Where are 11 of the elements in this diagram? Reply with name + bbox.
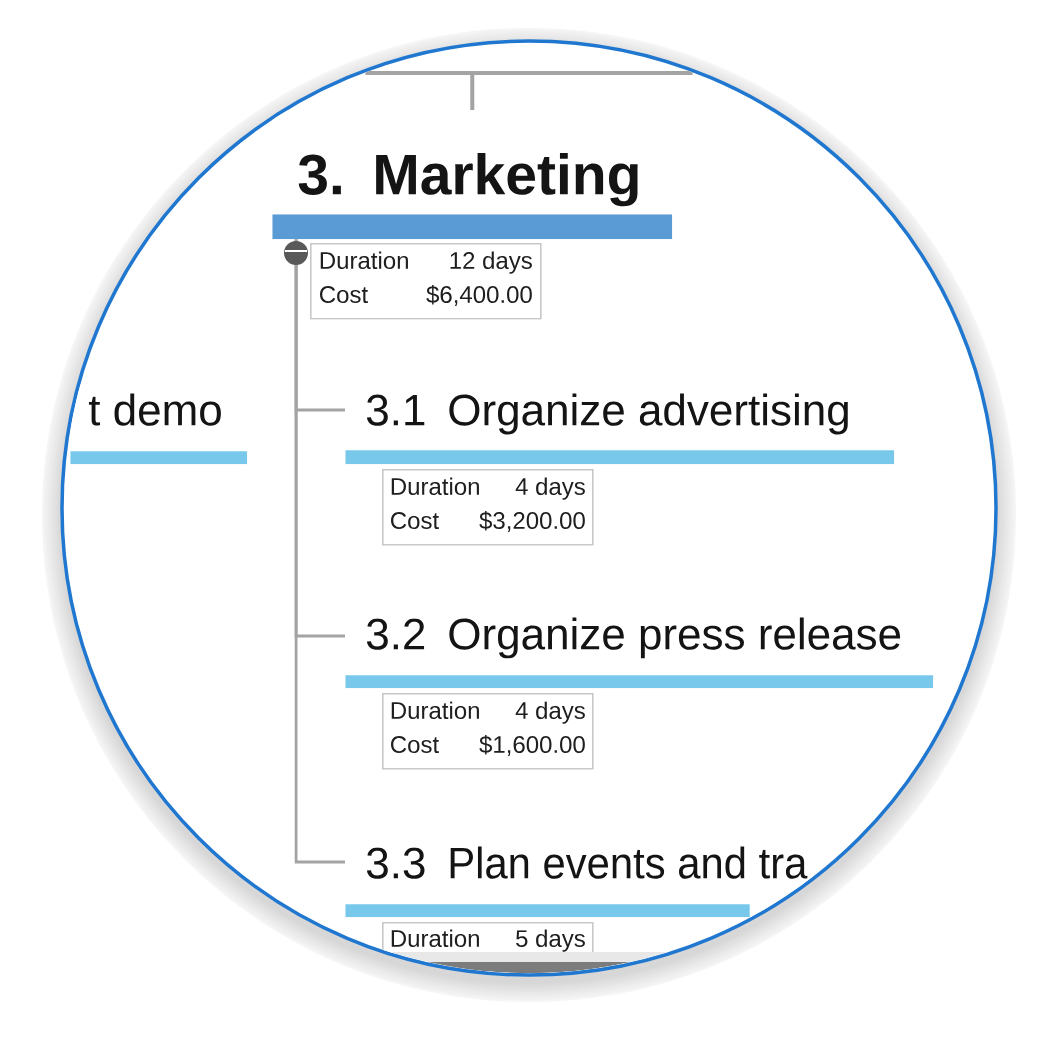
task-heading: 3.3 Plan events and tra: [345, 836, 814, 918]
info-box: Duration 5 days: [382, 922, 594, 955]
tree-connector: [294, 239, 345, 864]
task-heading: t demo: [70, 384, 248, 465]
task-heading: 3.1 Organize advertising: [345, 384, 895, 465]
info-box: Duration 4 days Cost $1,600.00: [382, 693, 594, 770]
info-box: Duration 12 days Cost $6,400.00: [310, 243, 542, 320]
tree-connector: [363, 71, 695, 112]
info-box: Duration 4 days Cost $3,200.00: [382, 469, 594, 546]
task-heading: 3. Marketing: [272, 110, 673, 240]
task-heading: 3.2 Organize press release: [345, 610, 934, 689]
